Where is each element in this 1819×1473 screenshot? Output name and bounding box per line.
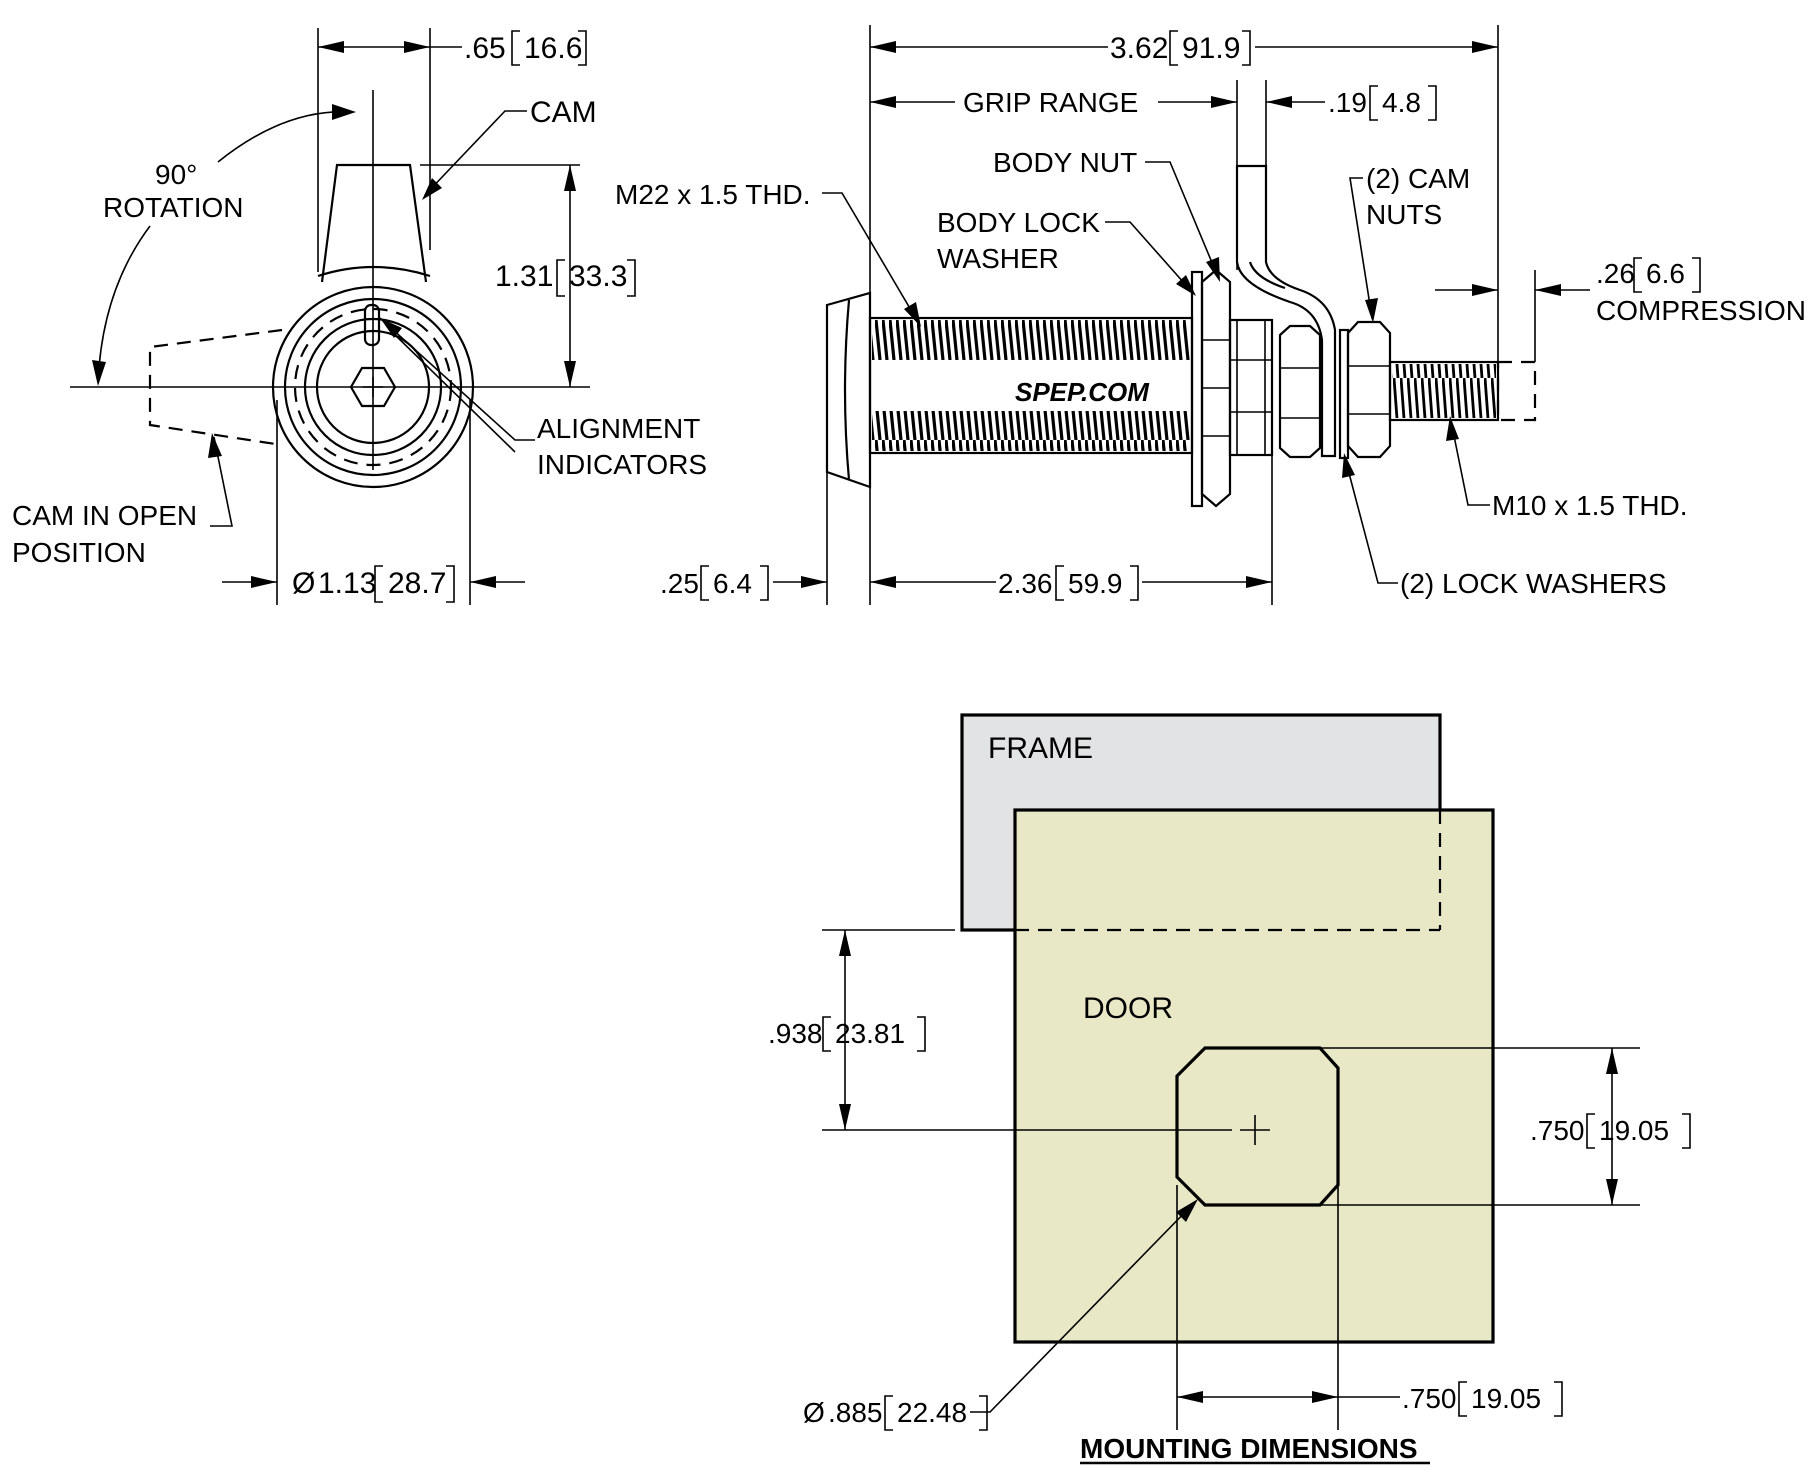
stud-thread-label: M10 x 1.5 THD. <box>1492 490 1688 521</box>
cam-width-value: .65 <box>464 32 506 65</box>
flange-mm: 6.4 <box>713 568 752 599</box>
alignment-line2: INDICATORS <box>537 449 707 480</box>
body-length-mm: 59.9 <box>1068 568 1123 599</box>
side-view: SPEP.COM <box>615 25 1806 605</box>
compression-value: .26 <box>1596 258 1635 289</box>
open-line2: POSITION <box>12 537 146 568</box>
cam-nuts-line2: NUTS <box>1366 199 1442 230</box>
diameter-mm: 28.7 <box>388 567 446 600</box>
lock-washer-line1: BODY LOCK <box>937 207 1100 238</box>
flange-value: .25 <box>660 568 699 599</box>
open-line1: CAM IN OPEN <box>12 500 197 531</box>
flat-height-mm: 19.05 <box>1599 1115 1669 1146</box>
cam-thickness-value: .19 <box>1328 87 1367 118</box>
cam-thickness-mm: 4.8 <box>1382 87 1421 118</box>
lock-washer-line2: WASHER <box>937 243 1059 274</box>
compression-label: COMPRESSION <box>1596 295 1806 326</box>
height-mm: 33.3 <box>569 260 627 293</box>
cam-nuts-line1: (2) CAM <box>1366 163 1470 194</box>
body-thread-label: M22 x 1.5 THD. <box>615 179 811 210</box>
mounting-title: MOUNTING DIMENSIONS <box>1080 1433 1418 1464</box>
height-value: 1.31 <box>495 260 553 293</box>
flat-width-mm: 19.05 <box>1471 1383 1541 1414</box>
overall-mm: 91.9 <box>1182 32 1240 65</box>
cam-width-mm: 16.6 <box>524 32 582 65</box>
flat-width-value: .750 <box>1402 1383 1457 1414</box>
body-nut-label: BODY NUT <box>993 147 1137 178</box>
alignment-line1: ALIGNMENT <box>537 413 700 444</box>
offset-value: .938 <box>768 1018 823 1049</box>
door-panel <box>1013 808 1495 1344</box>
front-view: .65 16.6 CAM 90° ROTATION 1.31 33.3 ALIG… <box>12 28 707 605</box>
rotation-degree: 90° <box>155 159 197 190</box>
hole-diameter-mm: 22.48 <box>897 1397 967 1428</box>
brand-text: SPEP.COM <box>1015 377 1150 407</box>
rotation-label: ROTATION <box>103 192 244 223</box>
lock-washers-label: (2) LOCK WASHERS <box>1400 568 1667 599</box>
cam-label: CAM <box>530 96 597 129</box>
flat-height-value: .750 <box>1530 1115 1585 1146</box>
overall-value: 3.62 <box>1110 32 1168 65</box>
body-threads <box>872 320 1190 451</box>
hole-diameter-value: .885 <box>828 1397 883 1428</box>
offset-mm: 23.81 <box>835 1018 905 1049</box>
mounting-view: FRAME DOOR .938 23.81 .750 19.05 <box>768 713 1691 1465</box>
compression-mm: 6.6 <box>1646 258 1685 289</box>
grip-range-label: GRIP RANGE <box>963 87 1138 118</box>
hole-symbol: Ø <box>803 1397 825 1428</box>
door-label: DOOR <box>1083 992 1173 1025</box>
diameter-symbol: Ø <box>292 567 315 600</box>
body-length-value: 2.36 <box>998 568 1053 599</box>
diameter-value: 1.13 <box>318 567 376 600</box>
frame-label: FRAME <box>988 732 1093 765</box>
